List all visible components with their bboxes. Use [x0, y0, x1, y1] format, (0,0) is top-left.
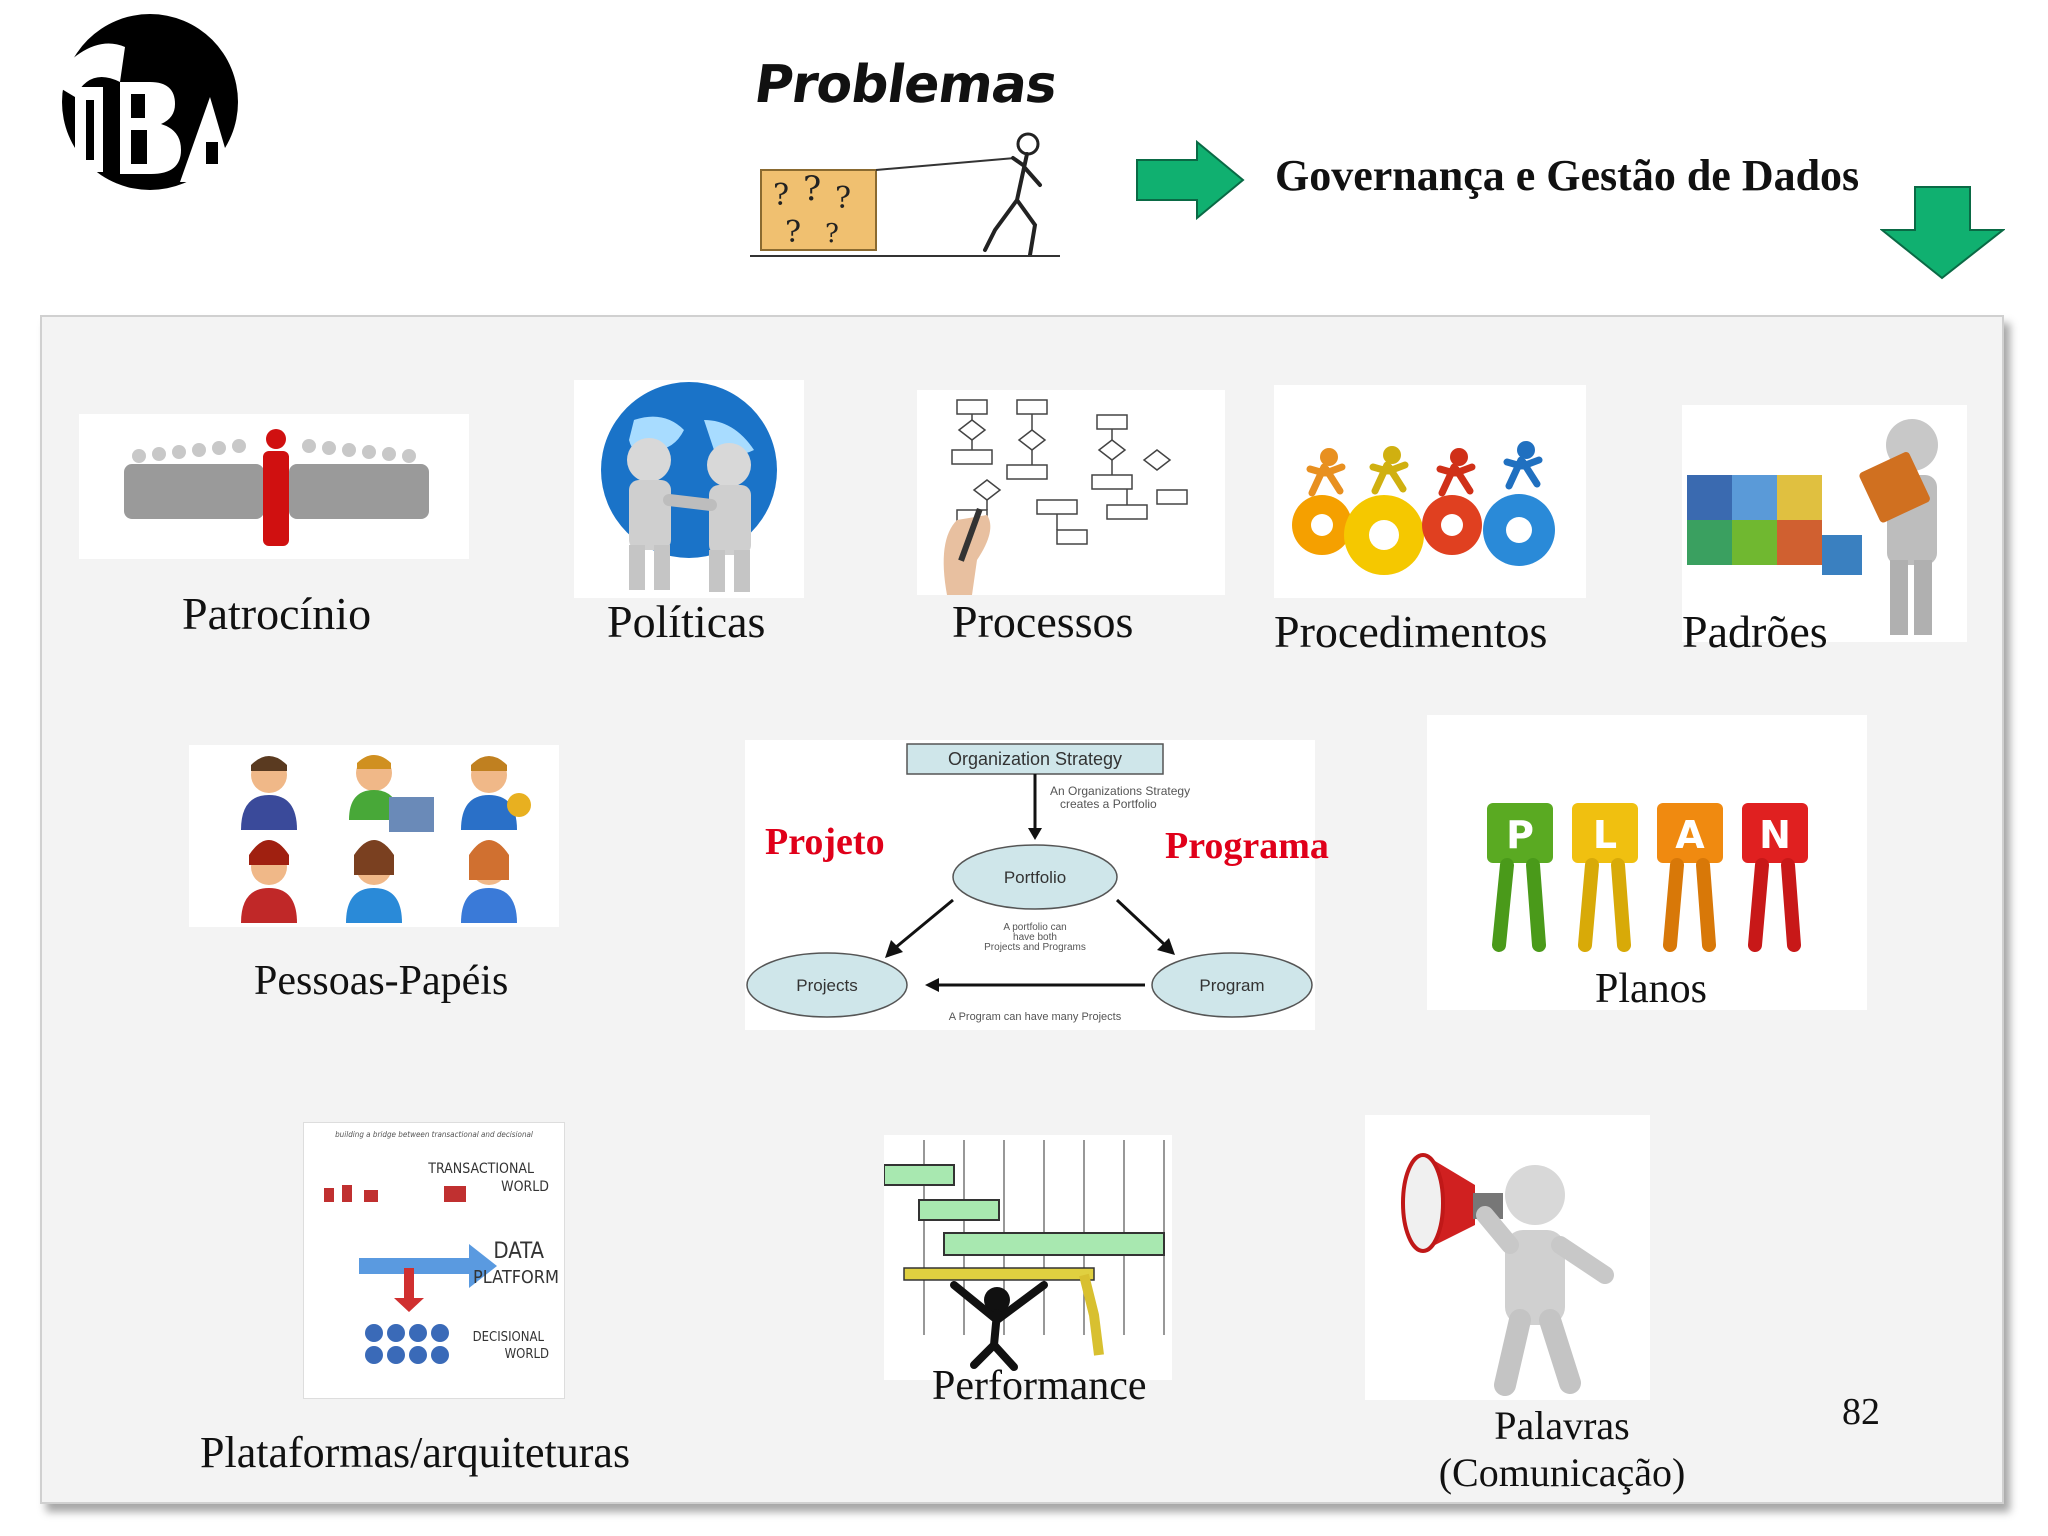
plan-blocks-icon: P L A N	[1487, 803, 1808, 952]
program-label: Program	[1199, 976, 1264, 995]
world-label-1: WORLD	[501, 1179, 549, 1195]
svg-text:?: ?	[785, 215, 801, 250]
label-processos: Processos	[952, 596, 1134, 647]
globe-handshake-icon	[601, 382, 777, 592]
projects-label: Projects	[796, 976, 857, 995]
label-plataformas: Plataformas/arquiteturas	[200, 1428, 631, 1477]
label-padroes: Padrões	[1682, 606, 1828, 657]
plan-letter-a: A	[1675, 813, 1705, 857]
gantt-lifter-icon	[883, 1140, 1165, 1371]
strategy-label: Organization Strategy	[948, 749, 1122, 769]
communication-image	[1365, 1115, 1650, 1400]
plans-image: P L A N	[1427, 715, 1867, 1010]
label-projeto: Projeto	[765, 821, 885, 863]
portfolio-note-3: Projects and Programs	[984, 942, 1086, 953]
plan-letter-n: N	[1759, 813, 1791, 857]
processes-image	[917, 390, 1225, 595]
platform-label: PLATFORM	[473, 1267, 559, 1288]
svg-text:?: ?	[773, 178, 789, 213]
megaphone-figure-icon	[1401, 1153, 1614, 1396]
program-note: A Program can have many Projects	[949, 1011, 1122, 1023]
label-programa: Programa	[1165, 825, 1329, 867]
portfolio-ellipse	[952, 844, 1118, 910]
label-palavras-line2: (Comunicação)	[1438, 1450, 1686, 1495]
strategy-note-1: An Organizations Strategy	[1050, 784, 1190, 798]
portfolio-label: Portfolio	[1004, 868, 1066, 887]
crowd-leader-icon	[124, 429, 429, 546]
performance-image	[883, 1135, 1172, 1380]
platform-caption: building a bridge between transactional …	[335, 1130, 533, 1139]
platform-image: building a bridge between transactional …	[303, 1122, 565, 1399]
policies-image	[574, 380, 804, 598]
projects-ellipse	[746, 952, 908, 1018]
people-image	[189, 745, 559, 927]
plan-letter-p: P	[1506, 813, 1534, 857]
problem-illustration: ? ? ? ? ?	[750, 132, 1060, 257]
label-patrocinio: Patrocínio	[182, 588, 372, 639]
label-planos: Planos	[1595, 966, 1708, 1012]
arrow-right-icon	[1136, 140, 1245, 220]
gears-runners-icon	[1292, 441, 1555, 575]
procedures-image	[1274, 385, 1586, 598]
strategy-note-2: creates a Portfolio	[1060, 797, 1157, 811]
page-number: 82	[1842, 1391, 1880, 1433]
decisional-label: DECISIONAL	[473, 1330, 545, 1345]
plan-letter-l: L	[1593, 813, 1617, 857]
portfolio-diagram: Organization Strategy An Organizations S…	[745, 740, 1315, 1030]
label-procedimentos: Procedimentos	[1274, 606, 1548, 657]
strategy-box	[906, 743, 1164, 775]
standards-image	[1682, 405, 1967, 642]
arrow-down-icon	[1880, 186, 2005, 280]
iba-logo	[50, 14, 238, 190]
label-palavras: Palavras (Comunicação)	[1402, 1402, 1722, 1496]
sponsorship-image	[79, 414, 469, 559]
svg-text:?: ?	[803, 169, 821, 209]
svg-text:?: ?	[825, 219, 839, 249]
svg-text:?: ?	[835, 181, 851, 216]
content-panel: Patrocínio Políticas	[40, 315, 2004, 1504]
problemas-title: Problemas	[750, 55, 1061, 115]
label-performance: Performance	[932, 1363, 1147, 1409]
flowchart-icon	[943, 399, 1188, 595]
transactional-label: TRANSACTIONAL	[427, 1161, 534, 1177]
label-palavras-line1: Palavras	[1494, 1403, 1630, 1448]
people-roles-icon	[241, 755, 531, 923]
label-politicas: Políticas	[607, 596, 766, 647]
portfolio-note-1: A portfolio can	[1003, 922, 1066, 933]
label-pessoas: Pessoas-Papéis	[254, 958, 509, 1004]
world-label-2: WORLD	[505, 1347, 549, 1362]
headline: Governança e Gestão de Dados	[1275, 151, 1860, 200]
program-ellipse	[1151, 952, 1313, 1018]
portfolio-note-2: have both	[1013, 932, 1057, 943]
puzzle-figure-icon	[1687, 419, 1938, 635]
data-label: DATA	[493, 1239, 544, 1264]
data-flow-arrow	[359, 1244, 497, 1288]
